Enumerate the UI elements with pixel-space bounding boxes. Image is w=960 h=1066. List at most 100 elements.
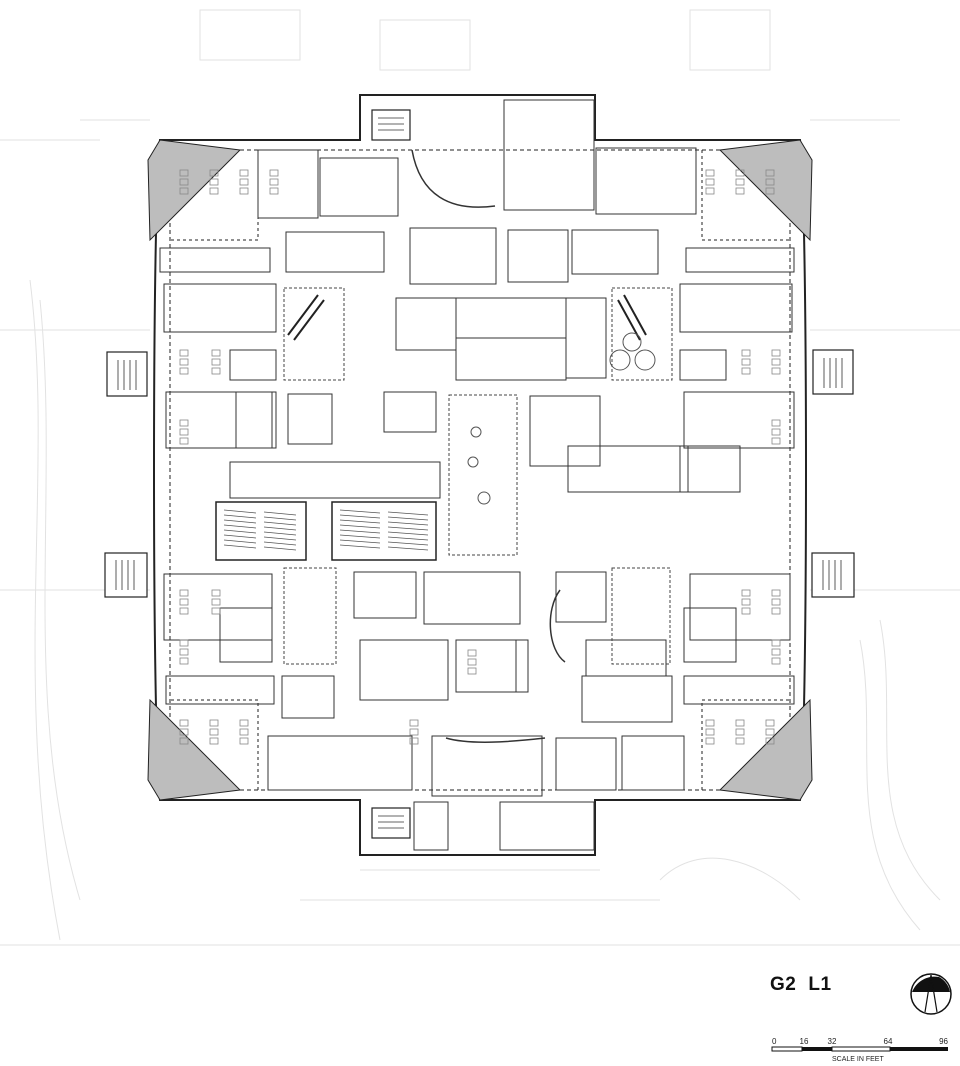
room-outline [683, 675, 795, 705]
desk [735, 187, 745, 195]
desk [467, 649, 477, 657]
corner-fins [147, 139, 813, 801]
scale-tick-0: 0 [772, 1037, 777, 1046]
scale-tick-96: 96 [939, 1037, 948, 1046]
desk [741, 349, 751, 357]
seat-row [339, 544, 381, 549]
room-outline [353, 571, 417, 619]
desk [179, 437, 189, 445]
room-outline [507, 229, 569, 283]
room-outline [565, 297, 607, 379]
seat-row [223, 529, 257, 534]
desk [735, 728, 745, 736]
room-outline [455, 297, 567, 339]
desk [705, 719, 715, 727]
seat-row [263, 536, 297, 541]
stair-towers [104, 109, 855, 839]
seat-row [339, 519, 381, 524]
desk [771, 598, 781, 606]
room-outline [229, 349, 277, 381]
room-outline [287, 393, 333, 445]
desk [179, 367, 189, 375]
room-outline [679, 445, 741, 493]
desk [771, 589, 781, 597]
room-outline [319, 157, 399, 217]
desk [179, 169, 189, 177]
north-arrow-icon [910, 973, 952, 1015]
desk [765, 737, 775, 745]
room-outline [285, 231, 385, 273]
desk [409, 737, 419, 745]
desk [771, 607, 781, 615]
seat-row [339, 524, 381, 529]
desk [179, 719, 189, 727]
seat-row [387, 521, 429, 526]
room-outline [555, 571, 607, 623]
seat-row [387, 526, 429, 531]
desk [211, 589, 221, 597]
desk [211, 598, 221, 606]
desk [179, 358, 189, 366]
room-outline [455, 337, 567, 381]
room-outline [685, 247, 795, 273]
room-outline [683, 607, 737, 663]
desk [179, 639, 189, 647]
room-outline [431, 735, 543, 797]
scale-tick-16: 16 [800, 1037, 809, 1046]
desk [735, 169, 745, 177]
room-outline [515, 639, 529, 693]
level-label: L1 [808, 974, 832, 995]
room-outline [455, 639, 517, 693]
desk [771, 639, 781, 647]
desk [771, 437, 781, 445]
scale-tick-32: 32 [828, 1037, 837, 1046]
desk [239, 169, 249, 177]
drawing-title: G2 L1 [770, 974, 844, 996]
room-outline [595, 147, 697, 215]
desk [239, 719, 249, 727]
seat-row [223, 534, 257, 539]
room-outline [163, 283, 277, 333]
desk [269, 187, 279, 195]
desk [771, 349, 781, 357]
room-outline [503, 99, 595, 211]
desk [741, 358, 751, 366]
desk [765, 728, 775, 736]
room-outline [571, 229, 659, 275]
desk [771, 648, 781, 656]
seat-row [339, 539, 381, 544]
desk [765, 719, 775, 727]
seat-row [263, 546, 297, 551]
desk [735, 737, 745, 745]
desk [179, 728, 189, 736]
seat-row [387, 546, 429, 551]
desk [211, 358, 221, 366]
desk [741, 367, 751, 375]
seat-row [263, 511, 297, 516]
seat-row [223, 539, 257, 544]
desk [179, 737, 189, 745]
seat-row [387, 536, 429, 541]
desk [179, 598, 189, 606]
desk [179, 428, 189, 436]
desk [211, 367, 221, 375]
building-label: G2 [770, 974, 797, 995]
room-outline [257, 149, 319, 219]
desk [179, 178, 189, 186]
seat-row [263, 526, 297, 531]
atrium-voids [283, 287, 673, 665]
desk [771, 428, 781, 436]
room-outline [409, 227, 497, 285]
desk [239, 178, 249, 186]
desk [705, 178, 715, 186]
desk [209, 178, 219, 186]
desk [705, 187, 715, 195]
desk [409, 719, 419, 727]
desk [765, 169, 775, 177]
interior-rooms [159, 99, 795, 851]
workstation-clusters [179, 169, 781, 745]
desk [467, 658, 477, 666]
desk [409, 728, 419, 736]
desk [209, 719, 219, 727]
desk [741, 589, 751, 597]
